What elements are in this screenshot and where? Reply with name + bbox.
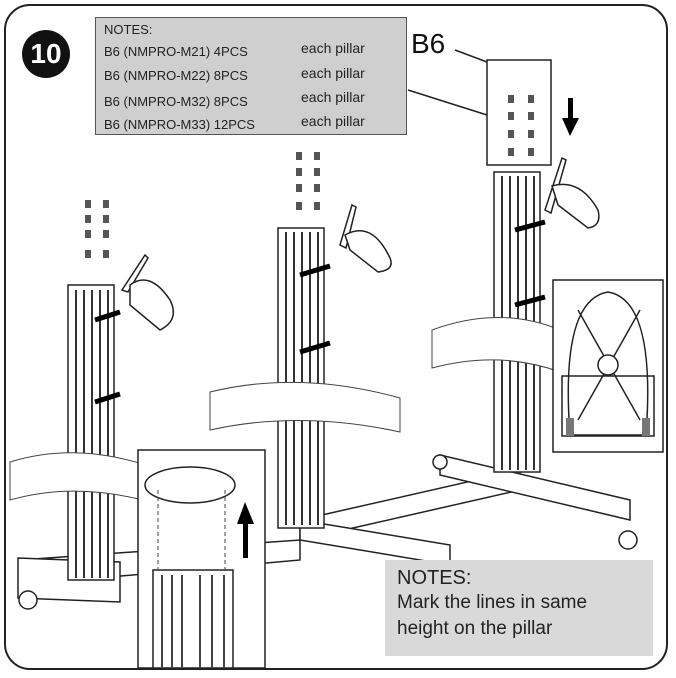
break-ribbons	[9, 317, 561, 506]
notes-bottom-box: NOTES: Mark the lines in same height on …	[385, 560, 653, 656]
notes-bottom-text: Mark the lines in same height on the pil…	[397, 592, 588, 639]
top-cap-detail-inset	[552, 279, 664, 453]
up-arrow-icon	[237, 502, 254, 558]
caster-wheels	[18, 454, 638, 610]
part-row-each: each pillar	[301, 40, 365, 56]
pillar-left	[67, 200, 121, 581]
part-row-each: each pillar	[301, 89, 365, 105]
step-number-badge: 10	[22, 30, 70, 78]
part-row: B6 (NMPRO-M33) 12PCS	[104, 117, 255, 132]
down-arrow-icon	[562, 98, 579, 136]
pillar-middle	[277, 152, 331, 529]
b6-callout-box	[407, 49, 552, 166]
cap-insertion-inset	[137, 449, 266, 669]
callout-label: B6	[411, 28, 446, 59]
hand-with-pencil	[120, 156, 600, 331]
part-row: B6 (NMPRO-M32) 8PCS	[104, 94, 248, 109]
part-row-each: each pillar	[301, 65, 365, 81]
notes-bottom-header: NOTES:	[397, 567, 472, 589]
part-row-each: each pillar	[301, 113, 365, 129]
instruction-frame	[4, 4, 668, 670]
notes-top-box: NOTES: B6 (NMPRO-M21) 4PCS each pillar B…	[95, 17, 407, 135]
part-row: B6 (NMPRO-M21) 4PCS	[104, 44, 248, 59]
part-row: B6 (NMPRO-M22) 8PCS	[104, 68, 248, 83]
notes-top-header: NOTES:	[104, 22, 153, 37]
